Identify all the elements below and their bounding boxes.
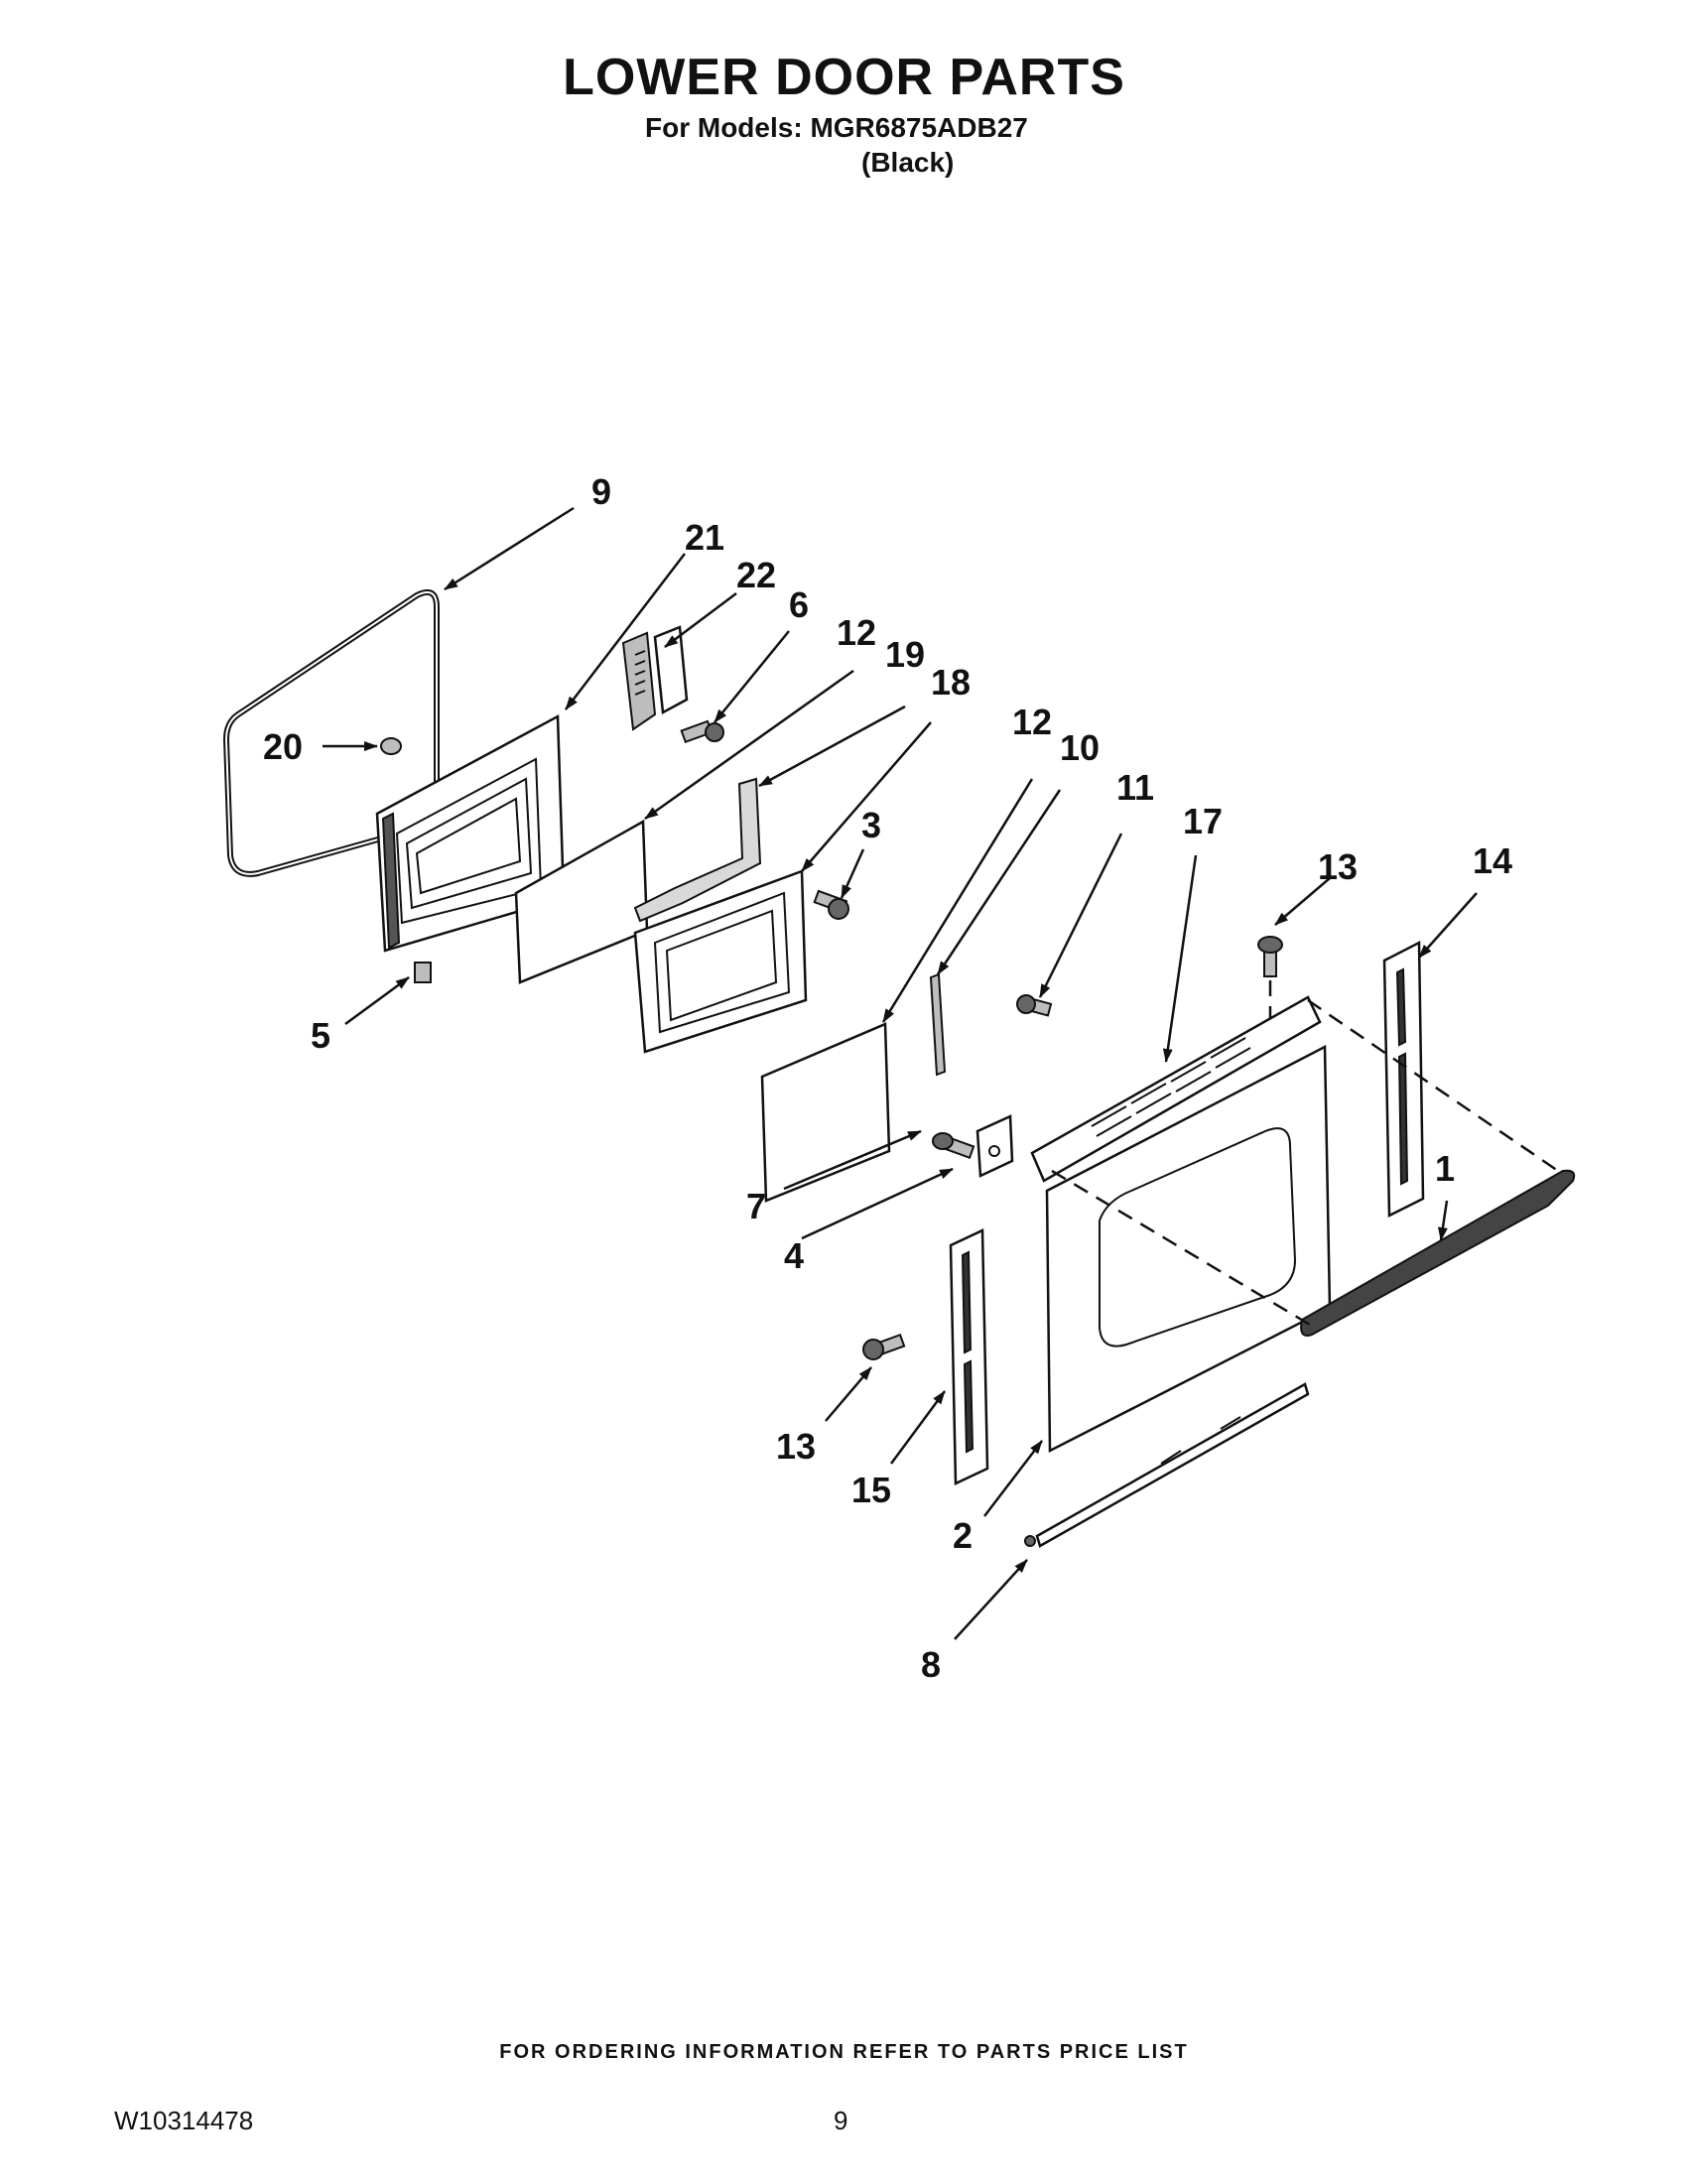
callout-15: 15	[851, 1470, 891, 1510]
callout-2: 2	[953, 1515, 973, 1556]
callout-22: 22	[736, 555, 776, 595]
page-title: LOWER DOOR PARTS	[563, 49, 1125, 106]
insulation-part	[633, 777, 762, 923]
callout-18: 18	[931, 662, 971, 703]
spacer-strip-part	[929, 972, 947, 1077]
callout-4: 4	[784, 1235, 804, 1276]
model-color: (Black)	[861, 147, 955, 178]
callout-20: 20	[263, 726, 303, 767]
hinge-retainer-part	[621, 625, 689, 731]
screw-part	[680, 719, 724, 744]
screw-part	[1257, 936, 1283, 1032]
screw-part	[813, 889, 849, 920]
screw-part	[1016, 994, 1053, 1017]
door-vent-channel-part	[1030, 995, 1322, 1183]
callout-1: 1	[1435, 1148, 1455, 1189]
screw-part	[932, 1132, 975, 1160]
glass-pack-part	[633, 869, 808, 1054]
plug-part	[380, 737, 402, 755]
callout-12-upper: 12	[837, 612, 876, 653]
callout-6: 6	[789, 584, 809, 625]
bottom-trim-part	[1024, 1382, 1310, 1548]
callout-21: 21	[685, 517, 724, 558]
side-trim-part	[1382, 940, 1425, 1219]
clip-part	[414, 962, 432, 983]
callout-14: 14	[1473, 840, 1512, 881]
callout-19: 19	[885, 634, 925, 675]
callout-10: 10	[1060, 727, 1100, 768]
screw-part	[862, 1333, 906, 1360]
callout-8: 8	[921, 1644, 941, 1685]
callout-17: 17	[1183, 801, 1223, 841]
callout-5: 5	[311, 1015, 330, 1056]
callout-3: 3	[861, 805, 881, 845]
glass-panel-part	[760, 1022, 891, 1203]
callout-13-lower: 13	[776, 1426, 816, 1467]
hinge-bracket-part	[975, 1114, 1014, 1178]
callout-12-lower: 12	[1012, 702, 1052, 742]
callout-9: 9	[591, 471, 611, 512]
callout-13-upper: 13	[1318, 846, 1358, 887]
document-number: W10314478	[114, 2106, 254, 2135]
callout-11: 11	[1116, 767, 1154, 808]
ordering-note: FOR ORDERING INFORMATION REFER TO PARTS …	[499, 2041, 1189, 2063]
door-handle-part	[1051, 998, 1576, 1337]
page-number: 9	[834, 2106, 848, 2135]
outer-door-panel-part	[1045, 1044, 1332, 1454]
side-trim-part	[949, 1228, 989, 1485]
callout-7: 7	[746, 1186, 766, 1226]
model-number: For Models: MGR6875ADB27	[645, 112, 1028, 143]
